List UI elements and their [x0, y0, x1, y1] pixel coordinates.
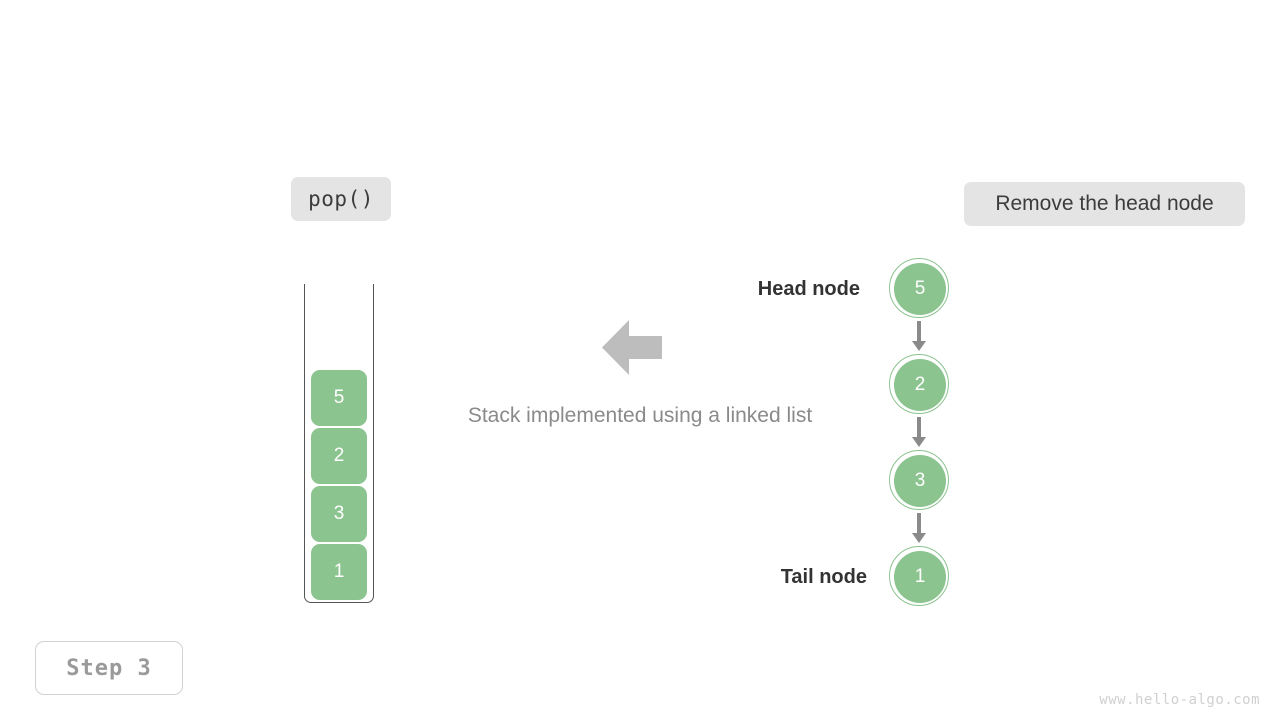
list-node: 3 — [888, 449, 952, 513]
node-link-arrowhead — [912, 533, 926, 543]
node-link-arrowhead — [912, 341, 926, 351]
stack-container: 5 2 3 1 — [304, 284, 374, 603]
stack-cell: 3 — [311, 486, 367, 542]
node-ring — [889, 354, 949, 414]
list-node: 2 — [888, 353, 952, 417]
node-value: 1 — [894, 551, 946, 603]
node-link-arrowhead — [912, 437, 926, 447]
node-ring — [889, 450, 949, 510]
node-ring — [889, 258, 949, 318]
step-badge: Step 3 — [35, 641, 183, 695]
linked-list: 5 2 3 1 — [888, 257, 952, 607]
diagram-caption: Stack implemented using a linked list — [0, 404, 1280, 428]
description-chip: Remove the head node — [964, 182, 1245, 226]
tail-node-label: Tail node — [780, 566, 867, 588]
head-node-label: Head node — [757, 278, 860, 300]
diagram-caption-text: Stack implemented using a linked list — [467, 404, 813, 427]
stack-outline — [304, 284, 374, 603]
stack-cell: 2 — [311, 428, 367, 484]
node-link-line — [917, 513, 921, 535]
stack-cell: 5 — [311, 370, 367, 426]
stack-cell: 1 — [311, 544, 367, 600]
arrow-left-icon — [602, 320, 662, 375]
operation-chip: pop() — [291, 177, 391, 221]
node-value: 2 — [894, 359, 946, 411]
list-node: 1 — [888, 545, 952, 609]
node-value: 5 — [894, 263, 946, 315]
node-ring — [889, 546, 949, 606]
node-link-line — [917, 321, 921, 343]
watermark: www.hello-algo.com — [1099, 692, 1260, 708]
list-node: 5 — [888, 257, 952, 321]
node-value: 3 — [894, 455, 946, 507]
node-link-line — [917, 417, 921, 439]
stack-cells: 5 2 3 1 — [304, 370, 374, 600]
